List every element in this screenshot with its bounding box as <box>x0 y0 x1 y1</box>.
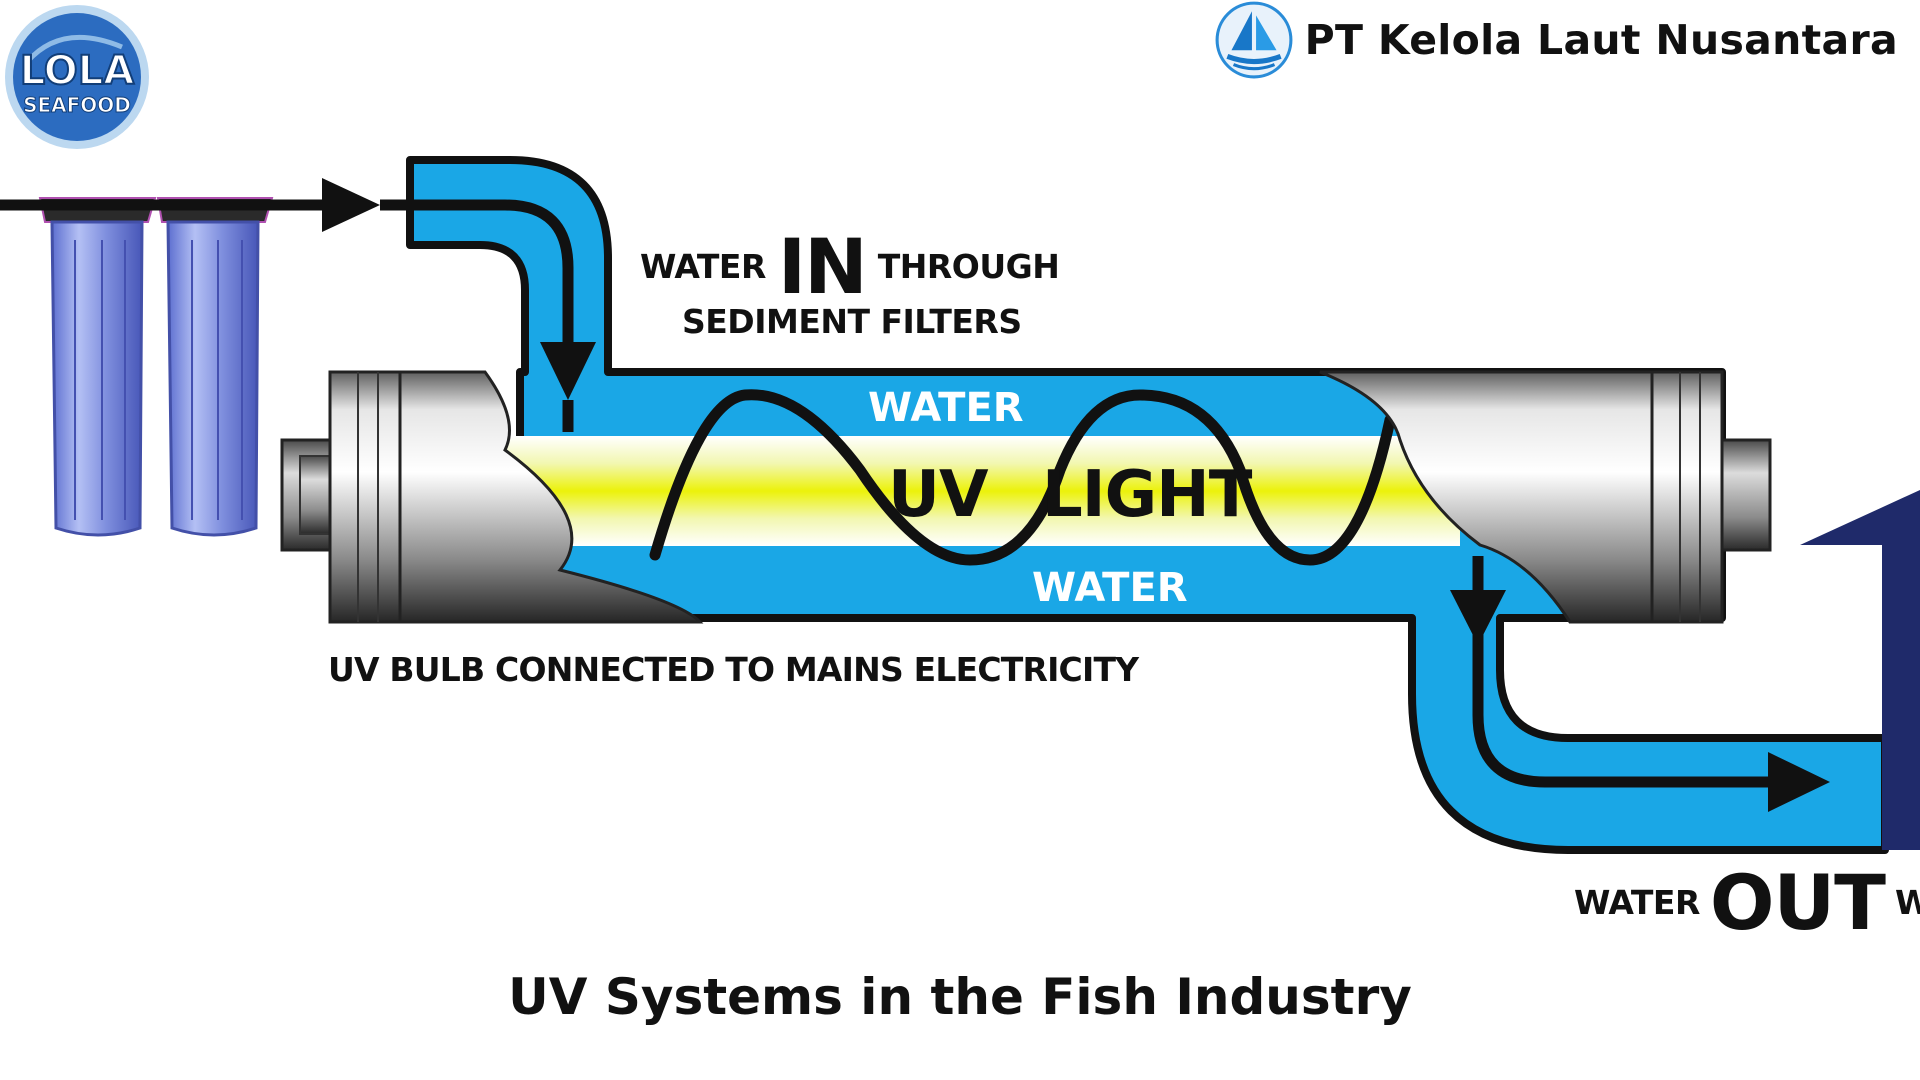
inlet-label: WATER IN THROUGH <box>640 222 1060 311</box>
outlet-label-word1: WATER <box>1574 883 1700 922</box>
outlet-tap-shape <box>1800 490 1920 850</box>
uv-lamp <box>480 436 1460 546</box>
uv-label: UV <box>888 458 988 532</box>
lola-seafood-logo: LOLA SEAFOOD <box>5 5 149 149</box>
flow-arrows <box>0 178 1830 812</box>
sailboat-logo-icon <box>1215 1 1293 79</box>
inlet-label-word1: WATER <box>640 247 766 286</box>
uv-chamber-right-housing <box>1319 370 1772 624</box>
outlet-label-emphasis: OUT <box>1709 858 1886 947</box>
inlet-label-emphasis: IN <box>777 222 868 311</box>
svg-text:SEAFOOD: SEAFOOD <box>23 93 131 117</box>
uv-bulb-label: UV BULB CONNECTED TO MAINS ELECTRICITY <box>328 650 1139 689</box>
svg-text:LOLA: LOLA <box>20 48 135 94</box>
sediment-filters <box>38 197 274 537</box>
water-flow-wave <box>649 389 1411 566</box>
inlet-label-word2: THROUGH <box>877 247 1060 286</box>
water-label-bottom: WATER <box>1032 565 1188 611</box>
company-name: PT Kelola Laut Nusantara <box>1304 16 1898 64</box>
page-caption: UV Systems in the Fish Industry <box>508 968 1412 1026</box>
sediment-filters-label: SEDIMENT FILTERS <box>682 302 1022 341</box>
outlet-label-word2: WI <box>1895 883 1920 922</box>
water-label-top: WATER <box>868 385 1024 431</box>
uv-chamber-left-housing <box>280 370 704 624</box>
brand-header: PT Kelola Laut Nusantara <box>1213 0 1898 80</box>
light-label: LIGHT <box>1042 458 1252 532</box>
outlet-label: WATER OUT WI <box>1574 858 1920 947</box>
